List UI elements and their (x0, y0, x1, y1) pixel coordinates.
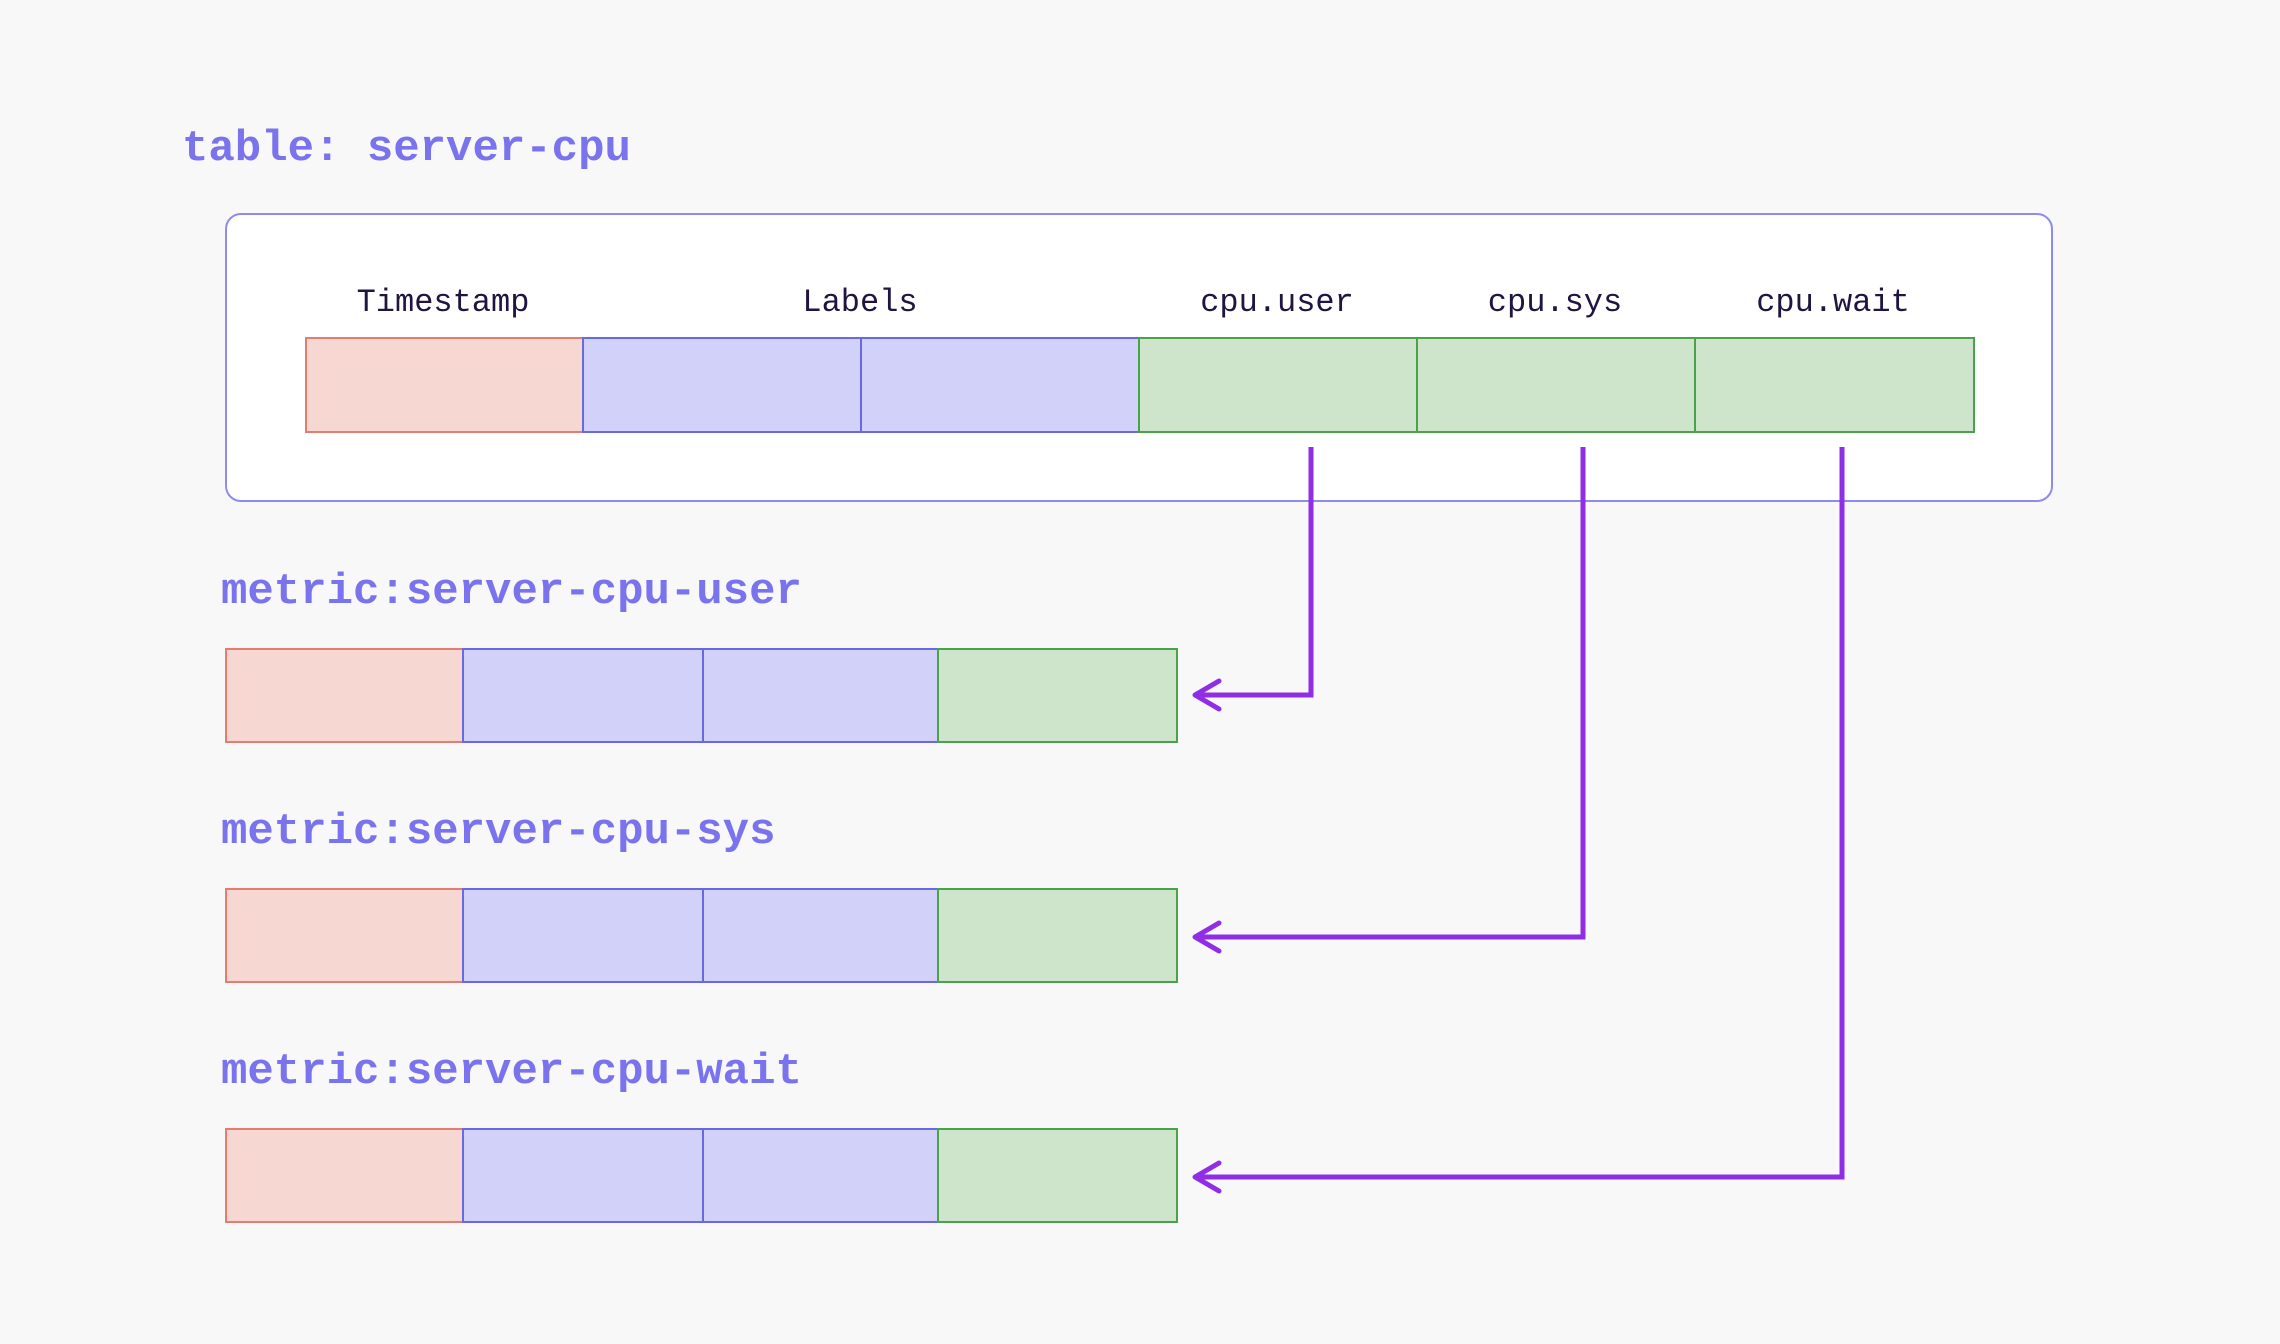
metric-sys-cell-value (937, 888, 1178, 983)
column-header-cpu-sys: cpu.sys (1487, 284, 1623, 321)
arrow-left-icon (1192, 678, 1222, 712)
metric-wait-cell-labels-1 (462, 1128, 704, 1223)
arrow-left-icon (1192, 920, 1222, 954)
column-header-labels: Labels (802, 284, 918, 321)
table-cell-timestamp (305, 337, 584, 433)
table-title: table: server-cpu (182, 124, 631, 174)
metric-wait-cell-timestamp (225, 1128, 464, 1223)
table-cell-labels-1 (582, 337, 862, 433)
metric-sys-cell-labels-2 (702, 888, 939, 983)
table-cell-cpu-sys (1416, 337, 1696, 433)
metric-wait-cell-value (937, 1128, 1178, 1223)
metric-user-cell-labels-1 (462, 648, 704, 743)
table-cell-labels-2 (860, 337, 1140, 433)
metric-user-cell-value (937, 648, 1178, 743)
metric-wait-cell-labels-2 (702, 1128, 939, 1223)
metric-label-sys: metric:server-cpu-sys (221, 807, 776, 857)
column-header-timestamp: Timestamp (356, 284, 530, 321)
metric-user-cell-labels-2 (702, 648, 939, 743)
metric-sys-cell-labels-1 (462, 888, 704, 983)
arrow-cpu-sys-line (1199, 447, 1586, 940)
metric-label-user: metric:server-cpu-user (221, 567, 802, 617)
metric-sys-cell-timestamp (225, 888, 464, 983)
table-cell-cpu-user (1138, 337, 1418, 433)
table-cell-cpu-wait (1694, 337, 1975, 433)
column-header-cpu-user: cpu.user (1200, 284, 1354, 321)
column-header-cpu-wait: cpu.wait (1756, 284, 1910, 321)
metric-user-cell-timestamp (225, 648, 464, 743)
arrow-left-icon (1192, 1160, 1222, 1194)
arrow-cpu-wait-line (1199, 447, 1845, 1180)
metric-label-wait: metric:server-cpu-wait (221, 1047, 802, 1097)
